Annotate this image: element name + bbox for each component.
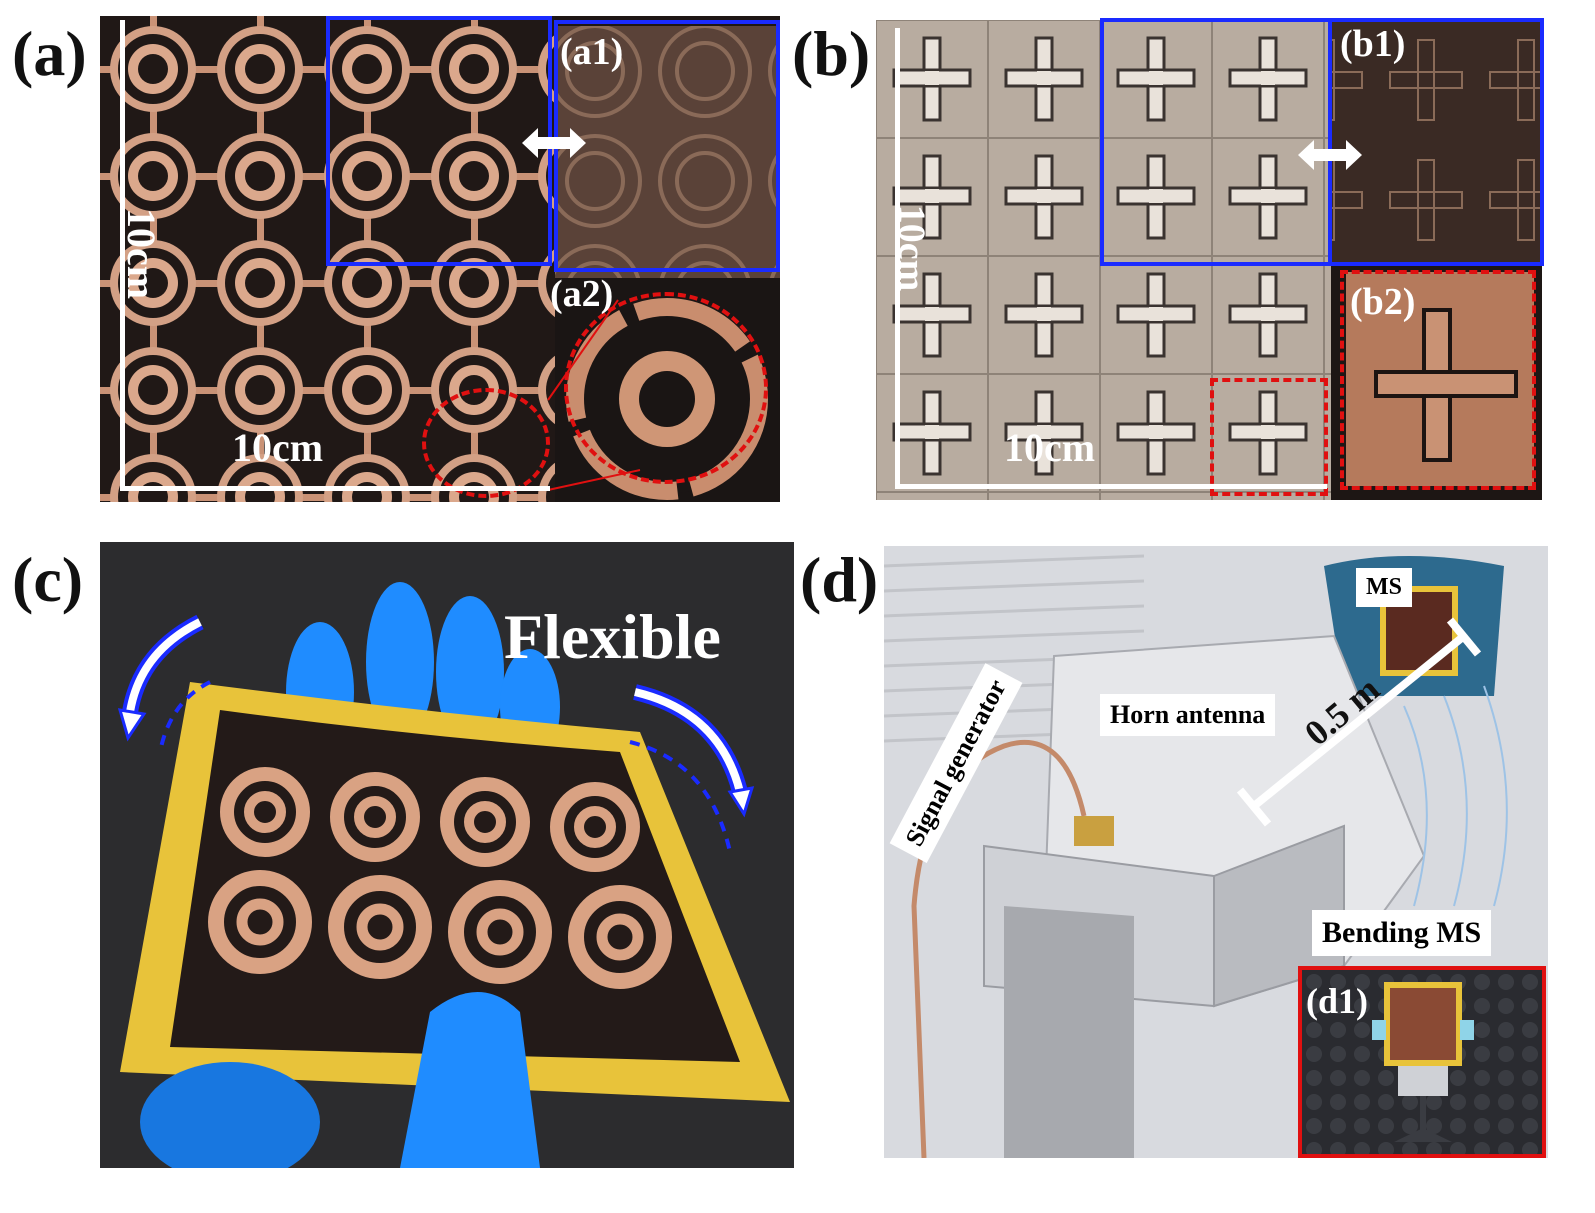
- scale-bar-vertical-a: [120, 20, 125, 490]
- inset-b1-box: [1328, 18, 1544, 266]
- double-arrow-icon: [522, 128, 586, 158]
- inset-label-d1: (d1): [1306, 981, 1368, 1021]
- dimension-label-horizontal-a: 10cm: [232, 425, 324, 470]
- scale-bar-horizontal-b: [895, 484, 1327, 489]
- flexible-metasurface-scene: [117, 582, 790, 1168]
- inset-label-b1: (b1): [1340, 23, 1406, 65]
- bending-ms-label: Bending MS: [1312, 910, 1492, 956]
- panel-c-label: (c): [12, 544, 84, 615]
- zoom-circle-a2: [564, 292, 768, 484]
- flexible-caption: Flexible: [504, 601, 721, 672]
- zoom-circle-a: [422, 388, 550, 498]
- ms-label: MS: [1356, 568, 1412, 607]
- panel-b-label: (b): [792, 18, 871, 89]
- inset-label-a1: (a1): [560, 31, 624, 73]
- panel-d-label: (d): [800, 544, 879, 615]
- dimension-label-vertical-a: 10cm: [119, 207, 165, 300]
- dimension-label-horizontal-b: 10cm: [1004, 425, 1096, 470]
- double-arrow-icon-b: [1298, 140, 1362, 170]
- horn-antenna-label: Horn antenna: [1100, 694, 1276, 736]
- dimension-label-vertical-b: 10cm: [890, 204, 933, 292]
- inset-b2-box: [1340, 270, 1536, 490]
- bending-ms-photo: [1302, 970, 1542, 1154]
- inset-d1: [1298, 966, 1546, 1158]
- zoom-box-red-b: [1210, 378, 1328, 496]
- scale-bar-vertical-b: [895, 28, 900, 486]
- inset-label-b2: (b2): [1350, 281, 1416, 323]
- scale-bar-horizontal-a: [120, 486, 550, 491]
- panel-c-photo: [100, 542, 794, 1168]
- inset-label-a2: (a2): [550, 273, 614, 315]
- panel-a-label: (a): [12, 18, 87, 89]
